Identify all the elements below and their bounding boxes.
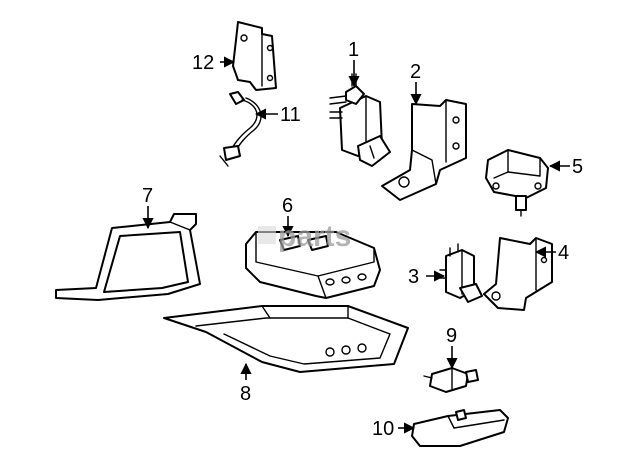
part-5-switch [485, 149, 549, 217]
part-1-solenoid [329, 73, 391, 167]
part-8-tray [163, 305, 409, 373]
callout-12: 12 [192, 52, 214, 74]
leader-lines [142, 56, 570, 434]
callout-8: 8 [240, 383, 251, 405]
callout-2: 2 [410, 61, 421, 83]
part-7-frame [55, 213, 201, 301]
part-6-canister [245, 231, 381, 299]
part-9-sensor [423, 367, 479, 393]
callout-7: 7 [142, 185, 153, 207]
watermark-text: parts [278, 220, 351, 253]
callout-9: 9 [446, 325, 457, 347]
part-11-sensor [219, 91, 262, 167]
part-4-bracket [483, 237, 553, 311]
callout-5: 5 [572, 156, 583, 178]
part-12-bracket [232, 21, 277, 91]
callout-4: 4 [558, 242, 569, 264]
callout-1: 1 [348, 39, 359, 61]
callout-labels: 12 11 1 2 5 7 6 4 3 8 9 10 [142, 39, 583, 440]
callout-11: 11 [280, 104, 301, 126]
part-2-bracket [381, 99, 467, 201]
part-10-insulator [411, 409, 509, 447]
part-3-solenoid [439, 243, 483, 303]
callout-3: 3 [408, 266, 419, 288]
callout-10: 10 [372, 418, 394, 440]
watermark-logo: parts [258, 220, 351, 253]
callout-6: 6 [282, 195, 293, 217]
